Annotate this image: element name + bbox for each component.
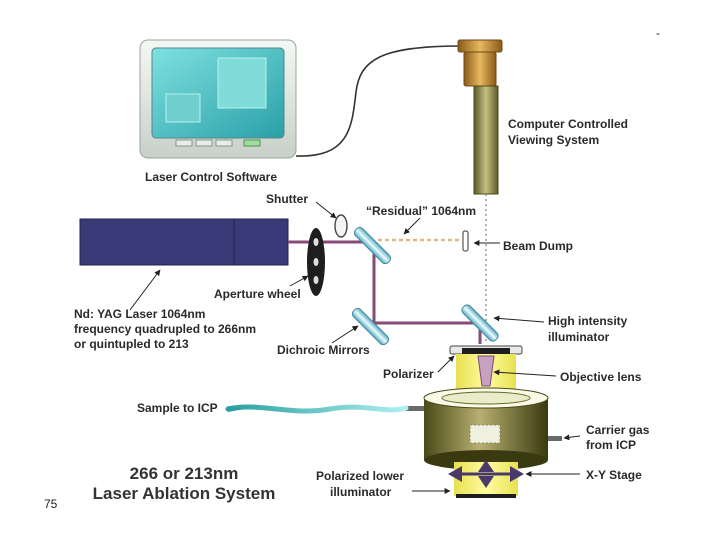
label-laser-control-software: Laser Control Software <box>145 170 278 184</box>
xy-stage-down-arrow <box>478 476 494 488</box>
label-carrier-gas-line2: from ICP <box>586 438 637 452</box>
objective-lens-shape <box>477 355 495 387</box>
dichroic-mirror-3 <box>461 304 499 342</box>
arrow-shutter <box>315 201 337 219</box>
monitor-group <box>139 39 297 159</box>
title-line1: 266 or 213nm <box>129 464 239 483</box>
label-polarized-lower-line2: illuminator <box>330 485 392 499</box>
beam-dump <box>462 230 469 252</box>
chamber-sample <box>469 424 501 444</box>
label-residual: “Residual” 1064nm <box>366 204 477 218</box>
chamber-window <box>441 391 531 405</box>
label-sample-to-icp: Sample to ICP <box>137 401 218 415</box>
arrow-ndyag <box>129 269 161 311</box>
arrow-polarizer <box>437 355 455 373</box>
monitor-window-1 <box>217 57 267 109</box>
carrier-gas-port <box>548 436 562 441</box>
arrow-objective <box>493 369 557 377</box>
page-number: 75 <box>44 497 58 511</box>
camera-tube <box>473 85 499 195</box>
label-high-intensity-line1: High intensity <box>548 314 628 328</box>
label-ndyag-line2: frequency quadrupled to 266nm <box>74 322 257 336</box>
laser-body <box>79 218 289 266</box>
sample-tube <box>225 404 409 414</box>
dichroic-mirror-2 <box>351 307 390 346</box>
corner-mark: - <box>656 26 660 40</box>
arrow-high-intensity <box>493 315 545 323</box>
arrow-residual <box>403 217 421 235</box>
sample-chamber <box>406 387 562 470</box>
label-ndyag-line3: or quintupled to 213 <box>74 337 189 351</box>
arrow-dichroic <box>331 325 359 344</box>
monitor-button-4 <box>243 139 261 147</box>
monitor-button-2 <box>195 139 213 147</box>
dichroic-mirror-1 <box>353 226 392 265</box>
camera-cap <box>457 39 503 53</box>
title-line2: Laser Ablation System <box>92 484 276 503</box>
xy-stage-left-arrow <box>448 466 462 482</box>
xy-stage-up-arrow <box>478 460 494 472</box>
sample-port <box>406 406 424 411</box>
label-polarizer: Polarizer <box>383 367 434 381</box>
camera-body <box>463 51 497 87</box>
polarizer-body <box>462 348 510 354</box>
monitor-cable <box>295 45 463 157</box>
label-high-intensity-line2: illuminator <box>548 330 610 344</box>
monitor-window-2 <box>165 93 201 123</box>
label-computer-viewing-line2: Viewing System <box>508 133 600 147</box>
aperture-hole-2 <box>313 258 319 266</box>
label-dichroic-mirrors: Dichroic Mirrors <box>277 343 370 357</box>
label-xy-stage: X-Y Stage <box>586 468 642 482</box>
monitor-button-1 <box>175 139 193 147</box>
laser-head <box>79 218 235 266</box>
lower-plate <box>456 494 516 498</box>
aperture-hole-1 <box>313 238 319 246</box>
label-computer-viewing-line1: Computer Controlled <box>508 117 628 131</box>
monitor-button-3 <box>215 139 233 147</box>
laser-tail <box>233 218 289 266</box>
aperture-hole-3 <box>313 276 319 284</box>
label-aperture-wheel: Aperture wheel <box>214 287 301 301</box>
label-carrier-gas-line1: Carrier gas <box>586 423 650 437</box>
label-objective-lens: Objective lens <box>560 370 642 384</box>
xy-stage-right-arrow <box>510 466 524 482</box>
sample-tube-end <box>228 406 244 412</box>
arrow-carrier-gas <box>563 434 581 441</box>
viewing-system <box>457 39 503 195</box>
label-shutter: Shutter <box>266 192 308 206</box>
arrow-aperture <box>289 275 309 287</box>
label-polarized-lower-line1: Polarized lower <box>316 469 405 483</box>
label-beam-dump: Beam Dump <box>503 239 574 253</box>
shutter <box>334 214 348 238</box>
label-ndyag-line1: Nd: YAG Laser 1064nm <box>74 307 206 321</box>
